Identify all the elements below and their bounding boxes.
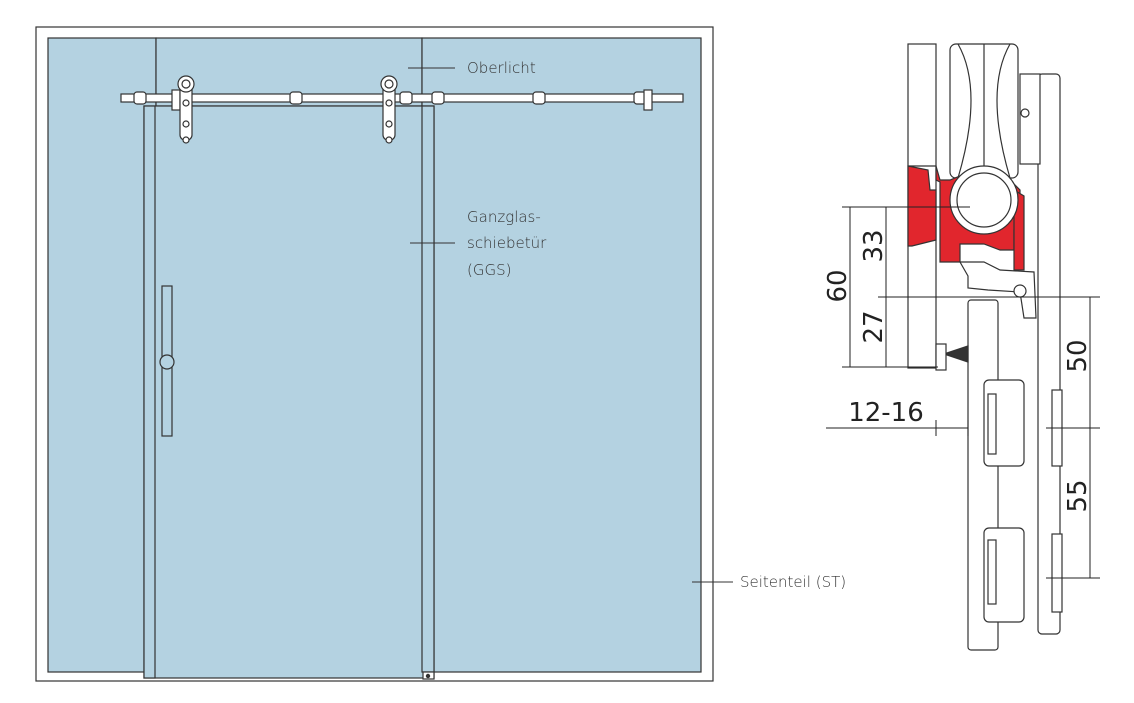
bottom-guide-dot [425, 673, 431, 679]
wall-plate-inner [1019, 73, 1041, 165]
label-ggs-line3: (GGS) [467, 261, 511, 279]
clamp-block-upper-inner [987, 393, 997, 455]
roller-hanger-left [177, 75, 195, 144]
plate-tab-lower [1051, 533, 1063, 613]
left-fixed-glass [47, 37, 157, 673]
section-detail [907, 43, 1063, 651]
side-panel-glass [421, 37, 702, 673]
wall-plate [1037, 73, 1061, 635]
hanger-bracket [958, 261, 1037, 319]
rail-bracket [289, 91, 303, 105]
rail-bracket [431, 91, 445, 105]
dimension-lines [826, 206, 1100, 579]
dim-55: 55 [1063, 479, 1093, 512]
rail-bracket [133, 91, 147, 105]
track-tube-inner [956, 172, 1012, 228]
label-ggs-line2: schiebetür [467, 234, 547, 252]
front-elevation [35, 26, 714, 682]
rail-bracket [532, 91, 546, 105]
rail-bracket [399, 91, 413, 105]
dim-60: 60 [823, 269, 853, 302]
plate-screw [1020, 108, 1030, 118]
door-right-edge [421, 105, 435, 673]
rail-end-stop [643, 89, 653, 111]
rail-end-stop [171, 89, 181, 111]
dim-50: 50 [1063, 339, 1093, 372]
clamp-block-lower-inner [987, 539, 997, 605]
label-seitenteil: Seitenteil (ST) [740, 573, 846, 591]
seal-holder [935, 343, 947, 371]
roller-wheel [949, 43, 1019, 179]
brush-seal [942, 345, 969, 363]
door-left-edge [143, 105, 156, 679]
label-oberlicht: Oberlicht [467, 59, 536, 77]
bracket-pin [1013, 284, 1027, 298]
label-ggs-line1: Ganzglas- [467, 208, 541, 226]
dim-27: 27 [859, 310, 889, 343]
sliding-door-glass [143, 105, 435, 679]
door-handle-knob [159, 354, 175, 370]
leader-lines [408, 67, 733, 583]
dim-33: 33 [859, 229, 889, 262]
roller-hanger-right [380, 75, 398, 144]
red-rail-left [907, 165, 937, 247]
dim-12-16: 12-16 [848, 398, 924, 428]
